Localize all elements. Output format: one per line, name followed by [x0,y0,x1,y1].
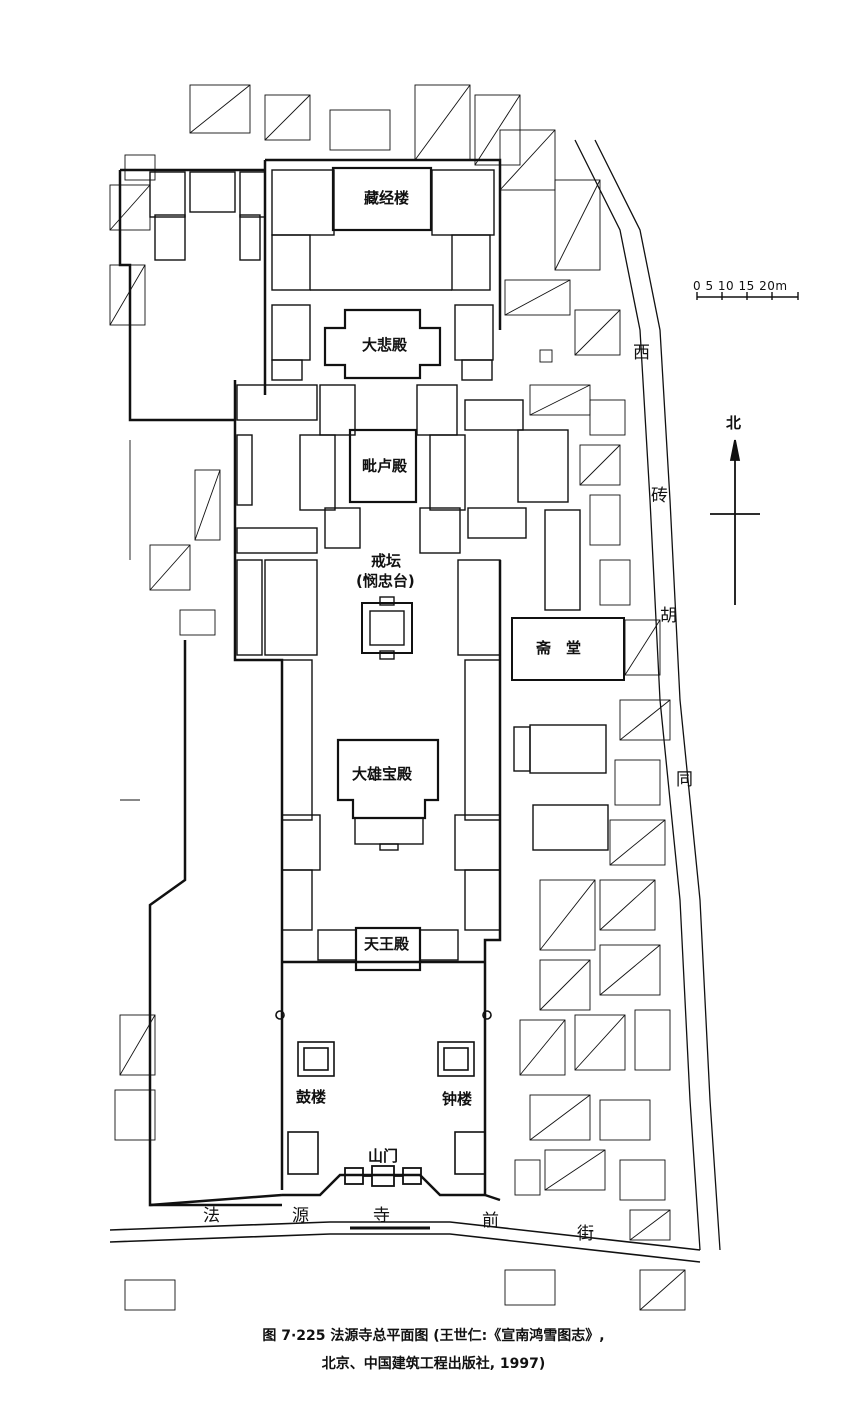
east-alley [574,139,721,1251]
heavenly-kings-hall [317,926,459,972]
front-street-char-4: 前 [482,1211,499,1231]
flanking-halls [236,559,501,931]
refectory-complex [511,617,625,851]
alley-char-3: 胡 [660,606,677,626]
ordination-platform-alt-label: (悯忠台) [354,572,417,590]
scale-bar-label: 0 5 10 15 20m [693,279,788,293]
sutra-library-label: 藏经楼 [362,189,412,207]
compound-wall [118,158,502,1207]
towers [275,1010,492,1175]
west-neighborhood [109,154,221,1311]
ordination-platform [361,596,413,660]
ordination-platform-label: 戒坛 [369,552,404,570]
north-arrow [710,439,760,605]
alley-char-4: 同 [676,770,693,790]
scale-bar [696,292,799,300]
figure-caption-line-1: 图 7·225 法源寺总平面图 (王世仁:《宣南鸿雪图志》, [262,1328,605,1344]
alley-char-1: 西 [633,343,650,363]
drum-tower-label: 鼓楼 [296,1088,327,1106]
vairocana-hall-label: 毗卢殿 [360,457,410,475]
neighborhood-buildings [189,84,686,1311]
alley-char-2: 砖 [651,486,668,506]
front-street-char-1: 法 [203,1206,220,1226]
great-compassion-hall-label: 大悲殿 [360,336,410,354]
mahavira-hall [336,738,440,851]
vairocana-hall-zone [236,384,581,611]
north-label: 北 [726,414,742,432]
front-street-char-2: 源 [292,1206,309,1226]
sutra-library-complex [271,166,495,291]
mountain-gate [344,1165,422,1187]
mahavira-hall-label: 大雄宝殿 [350,765,415,783]
mountain-gate-label: 山门 [366,1147,401,1165]
west-courtyard [149,171,266,261]
figure-caption-line-2: 北京、中国建筑工程出版社, 1997) [321,1356,546,1372]
front-street [109,1221,701,1263]
bell-tower-label: 钟楼 [442,1090,473,1108]
front-street-char-5: 街 [577,1224,594,1244]
heavenly-kings-hall-label: 天王殿 [362,935,412,953]
front-street-char-3: 寺 [373,1206,390,1226]
refectory-label: 斋 堂 [534,639,584,657]
great-compassion-hall [271,304,494,381]
